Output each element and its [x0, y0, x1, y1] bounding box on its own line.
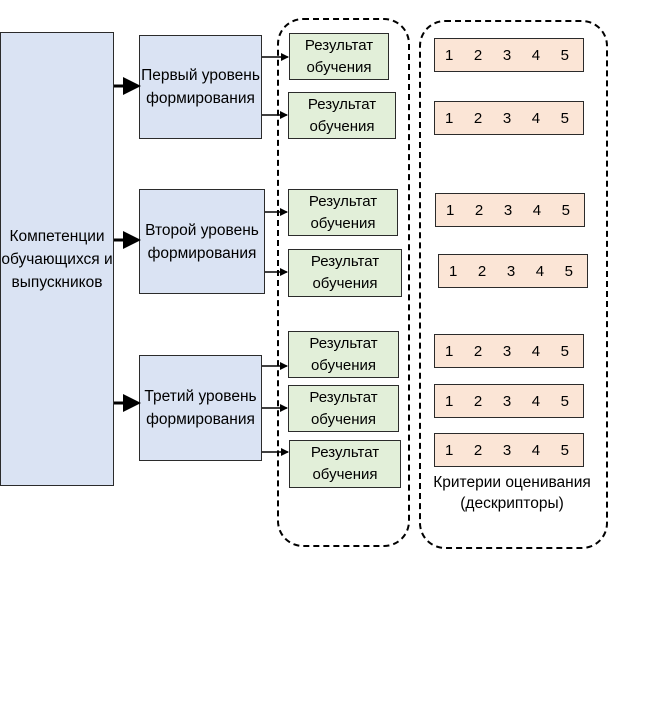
criteria-number-3: 3	[502, 392, 512, 410]
criteria-number-5: 5	[560, 441, 569, 459]
criteria-number-1: 1	[445, 441, 454, 459]
criteria-number-2: 2	[473, 46, 483, 64]
competence-box: Компетенции обучающихся и выпускников	[0, 32, 114, 486]
criteria-number-3: 3	[502, 109, 512, 127]
criteria-number-4: 4	[531, 342, 541, 360]
criteria-number-4: 4	[535, 262, 545, 280]
criteria-number-1: 1	[446, 201, 455, 219]
criteria-box-3: 1 2 3 4 5	[435, 193, 585, 227]
criteria-number-5: 5	[560, 46, 569, 64]
level-label-2: Второй уровень формирования	[145, 221, 259, 262]
result-label: Результат обучения	[310, 253, 380, 292]
level-label-3: Третий уровень формирования	[144, 388, 257, 428]
criteria-number-5: 5	[560, 342, 569, 360]
criteria-box-4: 1 2 3 4 5	[438, 254, 588, 288]
criteria-number-2: 2	[473, 342, 483, 360]
result-box-5: Результат обучения	[288, 331, 399, 378]
criteria-number-1: 1	[445, 342, 454, 360]
criteria-number-1: 1	[449, 262, 458, 280]
criteria-number-1: 1	[445, 46, 454, 64]
result-label: Результат обучения	[307, 95, 377, 135]
criteria-box-6: 1 2 3 4 5	[434, 384, 584, 418]
level-label-1: Первый уровень формирования	[141, 67, 260, 107]
competence-label: Компетенции обучающихся и выпускников	[1, 227, 113, 291]
result-box-4: Результат обучения	[288, 249, 402, 297]
result-label: Результат обучения	[310, 444, 380, 483]
criteria-number-2: 2	[473, 441, 483, 459]
result-label: Результат обучения	[304, 36, 374, 76]
criteria-number-5: 5	[564, 262, 573, 280]
result-label: Результат обучения	[308, 192, 378, 232]
criteria-number-3: 3	[502, 441, 512, 459]
criteria-box-7: 1 2 3 4 5	[434, 433, 584, 467]
criteria-number-3: 3	[506, 262, 516, 280]
criteria-number-3: 3	[503, 201, 513, 219]
criteria-number-5: 5	[561, 201, 570, 219]
criteria-number-4: 4	[531, 392, 541, 410]
criteria-caption: Критерии оценивания (дескрипторы)	[433, 474, 591, 512]
criteria-box-2: 1 2 3 4 5	[434, 101, 584, 135]
criteria-number-5: 5	[560, 109, 569, 127]
result-box-7: Результат обучения	[289, 440, 401, 488]
result-box-6: Результат обучения	[288, 385, 399, 432]
criteria-group-frame	[419, 20, 608, 549]
result-label: Результат обучения	[309, 334, 378, 374]
criteria-number-1: 1	[445, 392, 454, 410]
criteria-number-3: 3	[502, 342, 512, 360]
criteria-number-4: 4	[531, 109, 541, 127]
criteria-box-5: 1 2 3 4 5	[434, 334, 584, 368]
result-box-2: Результат обучения	[288, 92, 396, 139]
criteria-number-4: 4	[531, 46, 541, 64]
criteria-number-4: 4	[531, 441, 541, 459]
criteria-number-2: 2	[473, 109, 483, 127]
result-box-1: Результат обучения	[289, 33, 389, 80]
criteria-number-3: 3	[502, 46, 512, 64]
result-label: Результат обучения	[309, 388, 378, 428]
level-box-2: Второй уровень формирования	[139, 189, 265, 294]
criteria-number-5: 5	[560, 392, 569, 410]
level-box-1: Первый уровень формирования	[139, 35, 262, 139]
level-box-3: Третий уровень формирования	[139, 355, 262, 461]
criteria-number-2: 2	[477, 262, 487, 280]
criteria-number-2: 2	[473, 392, 483, 410]
criteria-number-4: 4	[532, 201, 542, 219]
criteria-number-1: 1	[445, 109, 454, 127]
results-group-frame	[277, 18, 410, 547]
criteria-number-2: 2	[474, 201, 484, 219]
result-box-3: Результат обучения	[288, 189, 398, 236]
criteria-box-1: 1 2 3 4 5	[434, 38, 584, 72]
